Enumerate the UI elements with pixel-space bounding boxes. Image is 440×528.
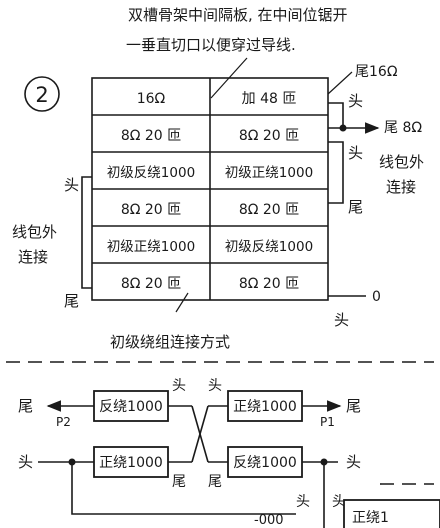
label-outer-connect-left2: 连接 <box>18 248 48 266</box>
cell-r1-right: 加 48 匝 <box>242 91 297 107</box>
bottom-head-2: 头 <box>332 494 346 510</box>
cell-r5-right: 初级反绕1000 <box>225 238 313 255</box>
box-reverse-2-label: 反绕1000 <box>233 455 297 471</box>
top-note-line1: 双槽骨架中间隔板, 在中间位锯开 <box>128 6 348 24</box>
outer-loop-left <box>81 176 92 289</box>
label-tail-left-s: 尾 <box>18 397 33 415</box>
label-tail-8: 尾 8Ω <box>384 120 422 136</box>
label-p1: P1 <box>320 415 335 429</box>
head1-wire <box>328 102 344 128</box>
caption: 初级绕组连接方式 <box>110 333 230 351</box>
outer-loop-right <box>328 141 344 204</box>
label-tail-right: 尾 <box>348 198 363 216</box>
cell-r3-right: 初级正绕1000 <box>225 164 313 181</box>
label-head-left: 头 <box>64 176 79 194</box>
label-tail-mid-2: 尾 <box>208 474 222 490</box>
box-reverse-2 <box>227 446 303 478</box>
bottom-partial: -000 <box>254 513 284 528</box>
label-p2: P2 <box>56 415 71 429</box>
right-connections: 尾16Ω 头 尾 8Ω 头 线包外 连接 尾 0 头 <box>327 64 424 329</box>
cell-r6-left: 8Ω 20 匝 <box>121 276 181 292</box>
circle-number: 2 <box>35 83 48 107</box>
label-head-mid-top: 头 <box>172 378 186 394</box>
cell-r2-right: 8Ω 20 匝 <box>239 128 299 144</box>
bottom-wire <box>71 462 296 515</box>
label-head-right-s: 头 <box>346 453 361 471</box>
cell-r6-right: 8Ω 20 匝 <box>239 276 299 292</box>
circle-number-ring <box>24 76 60 112</box>
left-connections: 头 线包外 连接 尾 <box>12 176 92 310</box>
label-outer-connect-right: 线包外 <box>379 153 424 171</box>
box-reverse-1-label: 反绕1000 <box>99 399 163 415</box>
box-forward-partial <box>343 499 440 528</box>
box-forward-1-label: 正绕1000 <box>233 399 297 415</box>
cross-wire-b <box>191 405 209 463</box>
label-head-1: 头 <box>348 92 363 110</box>
cell-r2-left: 8Ω 20 匝 <box>121 128 181 144</box>
cell-r5-left: 初级正绕1000 <box>107 238 195 255</box>
bottom-head-1: 头 <box>296 494 310 510</box>
label-head-2: 头 <box>348 144 363 162</box>
label-tail-left: 尾 <box>64 292 79 310</box>
label-tail-16: 尾16Ω <box>355 64 398 80</box>
cell-r4-right: 8Ω 20 匝 <box>239 202 299 218</box>
label-tail-mid-1: 尾 <box>172 474 186 490</box>
box-forward-2 <box>93 446 169 478</box>
box-reverse-1 <box>93 390 169 422</box>
caption-leader <box>175 292 189 313</box>
winding-grid: 16Ω 加 48 匝 8Ω 20 匝 8Ω 20 匝 初级反绕1000 初级正绕… <box>91 77 329 301</box>
tail16-leader <box>327 71 353 95</box>
label-tail-right-s: 尾 <box>346 397 361 415</box>
cell-r3-left: 初级反绕1000 <box>107 164 195 181</box>
label-head-mid-top2: 头 <box>208 378 222 394</box>
junction-dot <box>339 124 347 132</box>
box-forward-partial-label: 正绕1 <box>352 510 389 526</box>
cell-r4-left: 8Ω 20 匝 <box>121 202 181 218</box>
top-note-line2: 一垂直切口以便穿过导线. <box>126 36 296 54</box>
label-zero: 0 <box>372 289 381 305</box>
series-schematic: 尾 P2 反绕1000 头 头 正绕1000 尾 P1 头 正绕1000 尾 尾… <box>18 378 440 528</box>
box-forward-2-label: 正绕1000 <box>99 455 163 471</box>
label-outer-connect-left: 线包外 <box>12 223 57 241</box>
label-head-bottom: 头 <box>334 311 349 329</box>
label-head-left-s: 头 <box>18 453 33 471</box>
box-forward-1 <box>227 390 303 422</box>
label-outer-connect-right2: 连接 <box>386 178 416 196</box>
cell-r1-left: 16Ω <box>137 91 166 107</box>
